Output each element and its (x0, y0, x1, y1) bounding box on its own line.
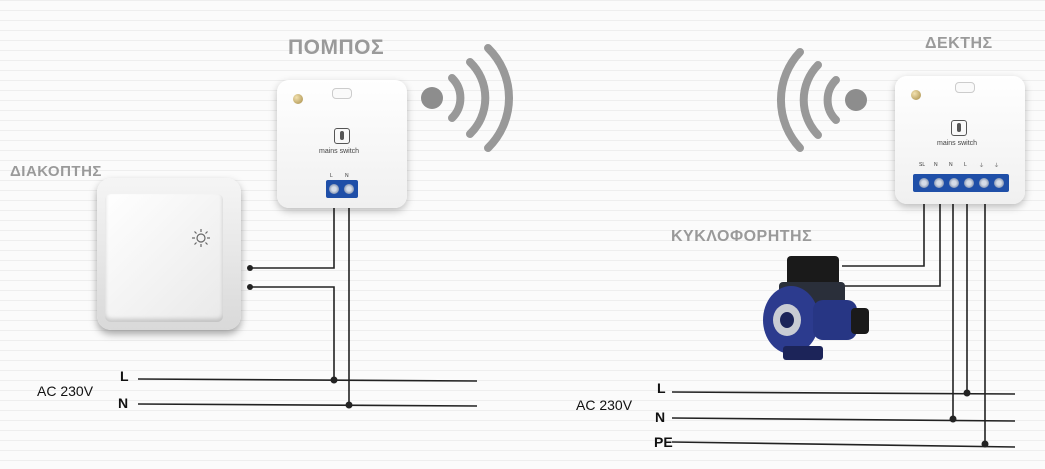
terminal-label: N (949, 162, 953, 168)
terminal-block (326, 180, 358, 198)
screw-icon (344, 184, 354, 194)
brand-label: mains switch (319, 148, 360, 155)
right-supply-voltage: AC 230V (576, 397, 633, 413)
terminal-label: L (330, 173, 333, 179)
terminal-label: ⏚ (979, 163, 985, 169)
transmitter-module: mains switch L N (277, 80, 407, 208)
terminal-label: N (934, 162, 938, 168)
left-line-n (137, 403, 478, 407)
screw-icon (934, 178, 944, 188)
left-supply-voltage: AC 230V (37, 383, 94, 399)
screw-icon (949, 178, 959, 188)
circulator-pump (763, 256, 869, 360)
button-notch (332, 88, 352, 99)
wire-switch-to-tx-l (250, 196, 335, 269)
switch-rocker (105, 194, 223, 322)
switch-title: ΔΙΑΚΟΠΤΗΣ (10, 163, 102, 180)
junction-dot (330, 376, 338, 384)
left-line-l (137, 378, 478, 382)
transmitter-title: ΠΟΜΠΟΣ (288, 36, 385, 59)
wifi-signal-icon (421, 44, 514, 152)
status-led (293, 94, 303, 104)
junction-dot (963, 389, 971, 397)
brand-label: mains switch (937, 140, 978, 147)
junction-dot (981, 440, 989, 448)
terminal-label: N (345, 173, 349, 179)
screw-icon (964, 178, 974, 188)
button-notch (955, 82, 975, 93)
right-line-pe (671, 441, 1016, 448)
screw-icon (919, 178, 929, 188)
screw-icon (329, 184, 339, 194)
wall-switch (97, 178, 241, 330)
mains-switch-logo-icon (334, 128, 350, 144)
junction-dot (247, 284, 253, 290)
mains-switch-logo-icon (951, 120, 967, 136)
terminal-label: L (964, 162, 967, 168)
right-line-n (671, 417, 1016, 422)
pump-title: ΚΥΚΛΟΦΟΡΗΤΗΣ (671, 228, 813, 245)
junction-dot (247, 265, 253, 271)
receiver-title: ΔΕΚΤΗΣ (925, 35, 993, 52)
receiver-module: mains switch SL N N L ⏚ ⏚ (895, 76, 1025, 204)
right-line-label-l: L (657, 380, 666, 396)
wifi-signal-icon (776, 48, 867, 152)
right-line-label-n: N (655, 409, 666, 425)
status-led (911, 90, 921, 100)
terminal-label: SL (919, 162, 926, 168)
junction-dot (345, 401, 353, 409)
wire-rx-sl-to-pump (842, 194, 925, 267)
right-line-label-pe: PE (654, 434, 673, 450)
terminal-block (913, 174, 1009, 192)
terminal-label: ⏚ (994, 163, 1000, 169)
wire-rx-n-to-pump (842, 194, 941, 287)
light-bulb-icon (192, 229, 210, 247)
left-line-label-n: N (118, 395, 129, 411)
junction-dot (949, 415, 957, 423)
screw-icon (994, 178, 1004, 188)
left-line-label-l: L (120, 368, 129, 384)
right-line-l (671, 391, 1016, 395)
screw-icon (979, 178, 989, 188)
wire-switch-to-supply-l (250, 286, 335, 379)
